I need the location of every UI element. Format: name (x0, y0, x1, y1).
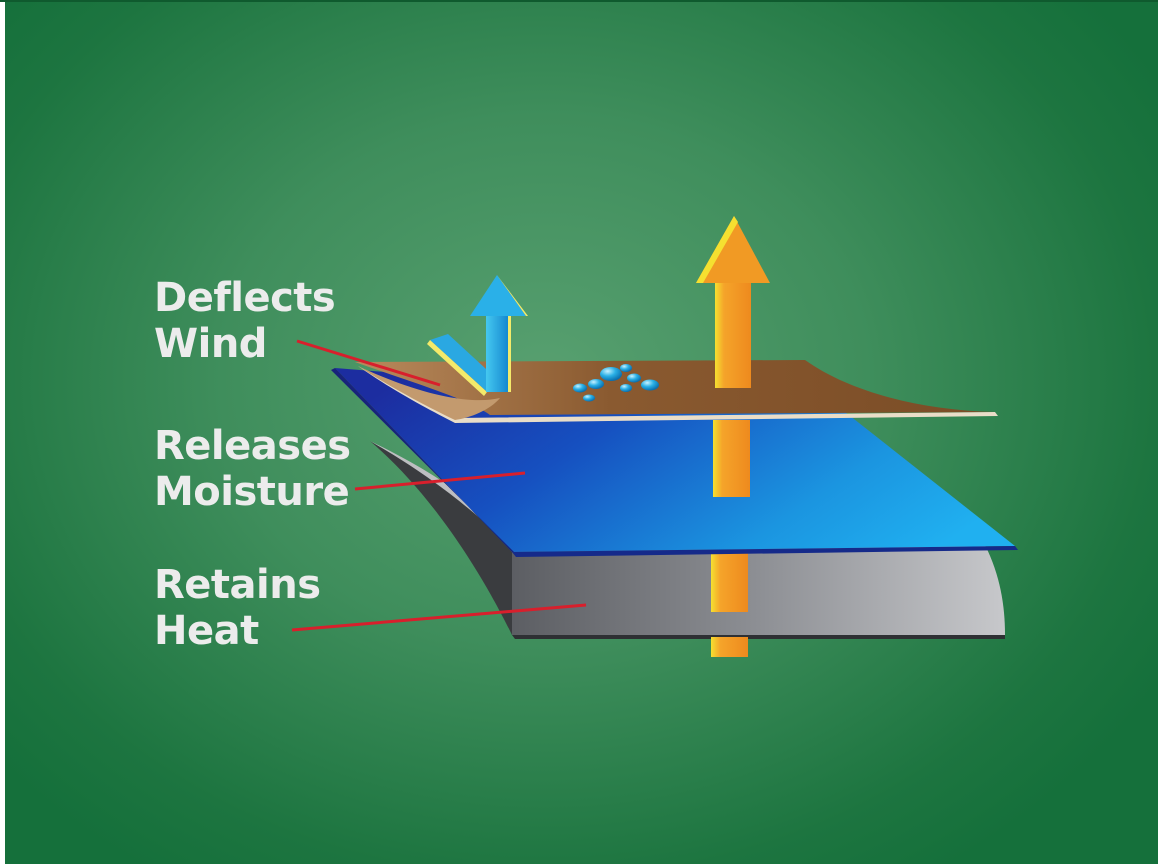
top-border (0, 0, 1158, 2)
leader-line-moisture (354, 471, 526, 491)
leader-lines (291, 339, 587, 632)
label-line: Wind (154, 321, 267, 367)
heat-arrow-lower (711, 553, 748, 657)
label-line: Retains (154, 562, 321, 608)
label-line: Releases (154, 423, 351, 469)
label-line: Moisture (154, 469, 350, 515)
water-drop (620, 384, 632, 392)
wind-arrow (427, 275, 528, 396)
leader-line-heat (291, 603, 587, 632)
water-drop (600, 367, 622, 381)
label-line: Heat (154, 608, 259, 654)
label-retains-heat: Retains Heat (154, 562, 321, 654)
left-border (0, 0, 5, 864)
water-drop (641, 379, 659, 391)
label-releases-moisture: Releases Moisture (154, 423, 351, 515)
heat-arrow-middle (713, 420, 750, 497)
water-drop (588, 379, 604, 389)
water-drop (627, 373, 641, 383)
water-drop (573, 383, 587, 393)
gray-heat-layer (370, 441, 1005, 639)
brown-wind-layer (355, 360, 998, 423)
label-deflects-wind: Deflects Wind (154, 275, 336, 367)
water-drop (583, 394, 595, 402)
leader-line-wind (296, 339, 441, 387)
water-drop (620, 364, 632, 372)
water-droplets (573, 364, 659, 402)
label-line: Deflects (154, 275, 336, 321)
heat-arrow (696, 216, 770, 388)
